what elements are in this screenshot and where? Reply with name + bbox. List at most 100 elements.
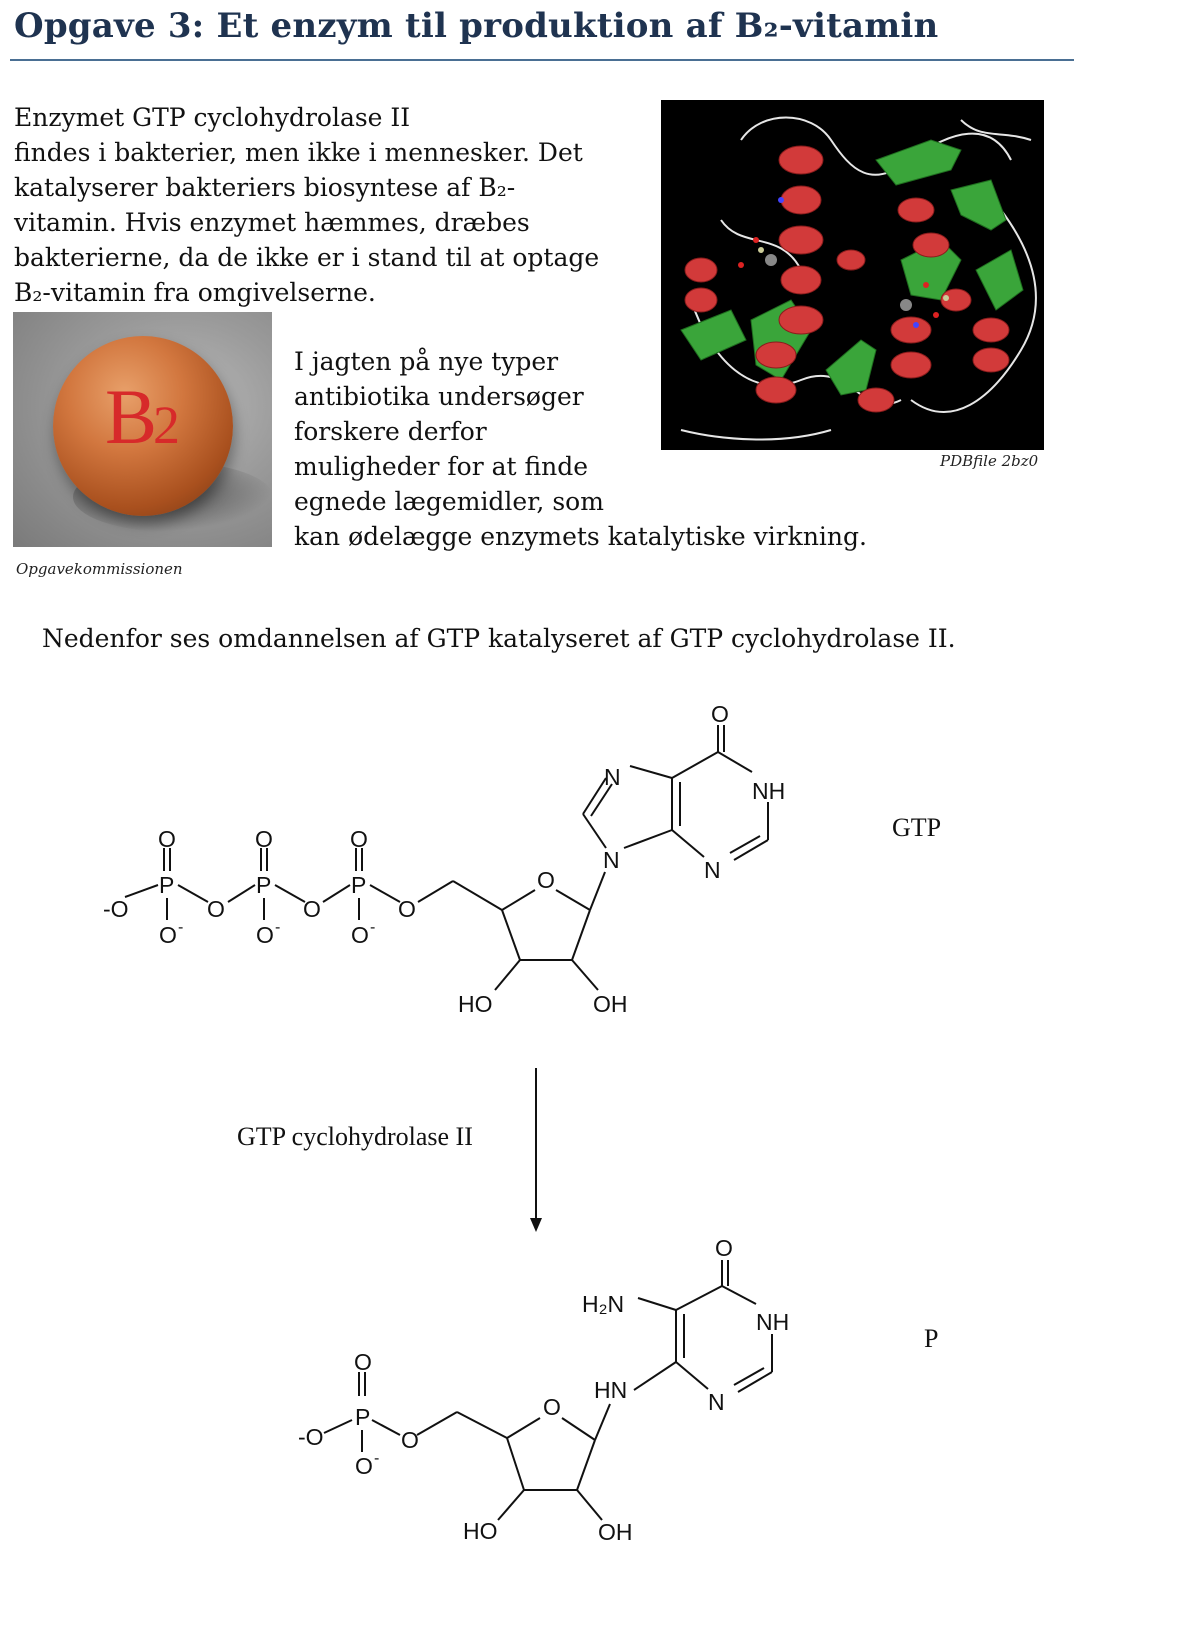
page-title: Opgave 3: Et enzym til produktion af B₂-… [14,6,939,46]
atom-label: HN [594,1377,627,1403]
atom-label: P [256,872,271,898]
intro-line: bakterierne, da de ikke er i stand til a… [14,243,600,272]
atom-label: OH [598,1519,633,1545]
bond [417,880,454,903]
bond [671,829,705,858]
intro-paragraph: Enzymet GTP cyclohydrolase II findes i b… [14,100,654,310]
arrow-head [530,1218,542,1232]
intro-line: katalyserer bakteriers biosyntese af B₂- [14,173,516,202]
atom-label: O [355,1453,373,1479]
bond [501,909,521,961]
bond [717,751,753,773]
atom-label: NH [756,1309,789,1335]
atom-label: O [255,826,273,852]
charge-label: - [370,919,375,936]
gtp-structure: -O O P O - O O P O - O O P O - O O HO OH… [103,701,785,1017]
bond [590,783,613,817]
bond [637,1297,677,1311]
bond [561,1417,596,1441]
bond [629,765,673,779]
atom-label: O [207,896,225,922]
product-label: P [924,1324,938,1353]
intro-line: Enzymet GTP cyclohydrolase II [14,103,411,132]
atom-label: P [159,872,174,898]
side-line: muligheder for at finde [294,452,589,481]
bond [506,1437,525,1491]
bond [501,889,536,911]
atom-label: H₂N [582,1291,624,1317]
enzyme-label: GTP cyclohydrolase II [237,1122,473,1151]
atom-label: HO [458,991,493,1017]
bond [737,1371,773,1393]
bond [452,880,503,911]
bond [675,1285,723,1311]
bond [671,751,719,779]
reactant-label: GTP [892,813,941,842]
atom-label: N [704,857,721,883]
atom-label: O [537,867,555,893]
intro-line: findes i bakterier, men ikke i mennesker… [14,138,583,167]
bond [274,884,306,903]
photo-credit: Opgavekommissionen [16,560,183,578]
protein-image-credit: PDBfile 2bz0 [940,452,1039,470]
atom-label: N [604,764,621,790]
bond [582,777,607,815]
side-line: forskere derfor [294,417,487,446]
bond [675,1361,709,1390]
atom-label: P [355,1404,370,1430]
atom-label: O [543,1394,561,1420]
atom-label: N [603,847,620,873]
b2-ball-label: B2 [105,373,180,460]
reaction-caption: Nedenfor ses omdannelsen af GTP katalyse… [42,624,956,653]
bond [177,884,209,903]
atom-label: O [158,826,176,852]
atom-label: O [398,896,416,922]
intro-line: vitamin. Hvis enzymet hæmmes, dræbes [14,208,530,237]
protein-structure-image [661,100,1044,450]
charge-label: - [178,919,183,936]
bond [371,1419,401,1436]
bond [576,1439,596,1491]
charge-label: - [374,1450,379,1467]
bond [733,1367,765,1386]
side-paragraph: I jagten på nye typer antibiotika unders… [294,344,934,554]
bond [124,884,159,898]
bond [582,813,607,849]
bond [589,871,606,911]
atom-label: OH [593,991,628,1017]
bond [416,1411,458,1436]
bond [733,839,769,861]
atom-label: O [401,1427,419,1453]
bond [369,884,401,903]
bond [633,1361,677,1391]
bond [456,1411,508,1439]
atom-label: O [354,1349,372,1375]
bond [506,1417,541,1439]
charge-label: - [275,919,280,936]
bond [494,959,521,991]
bond [322,884,351,903]
bond [497,1489,525,1521]
bond [227,884,256,903]
side-line: egnede lægemidler, som [294,487,604,516]
bond [623,829,673,849]
atom-label: O [159,922,177,948]
atom-label: -O [298,1424,324,1450]
product-structure: -O O P O - O O HO OH HN H₂N O NH N [298,1235,789,1545]
bond [594,1403,611,1441]
atom-label: HO [463,1518,498,1544]
atom-label: O [303,896,321,922]
bond [555,889,591,911]
protein-ribbon-illustration [680,116,1037,441]
side-line: antibiotika undersøger [294,382,584,411]
atom-label: O [256,922,274,948]
atom-label: -O [103,896,129,922]
atom-label: P [351,872,366,898]
atom-label: O [711,701,729,727]
ball [53,336,233,516]
vitamin-b2-ball-photo: B2 [13,312,272,547]
bond [721,1285,757,1305]
side-line: I jagten på nye typer [294,347,559,376]
atom-label: O [715,1235,733,1261]
atom-label: NH [752,778,785,804]
